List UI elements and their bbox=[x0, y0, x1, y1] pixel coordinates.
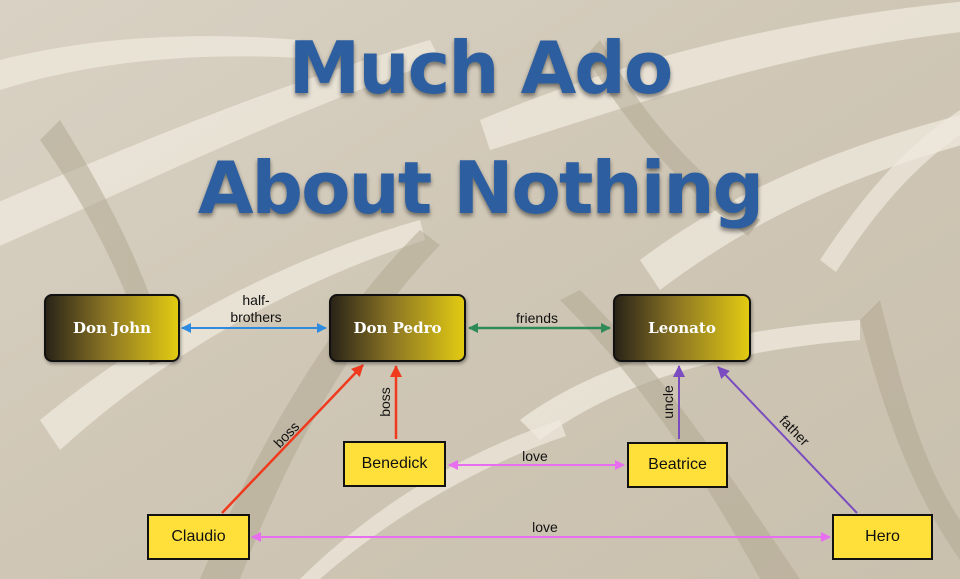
node-don-pedro: Don Pedro bbox=[329, 294, 466, 362]
edge-claudio-boss bbox=[221, 364, 364, 514]
label-love-claudio-hero: love bbox=[532, 519, 558, 535]
node-benedick: Benedick bbox=[343, 441, 446, 487]
title-line-1: Much Ado bbox=[288, 26, 674, 110]
label-father: father bbox=[776, 412, 813, 449]
node-don-john: Don John bbox=[44, 294, 180, 362]
node-hero: Hero bbox=[832, 514, 933, 560]
node-leonato: Leonato bbox=[613, 294, 751, 362]
label-half-brothers-line1: half- bbox=[242, 292, 270, 308]
label-half-brothers-line2: brothers bbox=[230, 309, 281, 325]
title-line-2: About Nothing bbox=[197, 146, 764, 230]
edge-father bbox=[717, 366, 858, 514]
node-claudio: Claudio bbox=[147, 514, 250, 560]
label-friends: friends bbox=[516, 310, 558, 326]
label-boss-benedick: boss bbox=[377, 387, 393, 417]
label-uncle: uncle bbox=[660, 385, 676, 419]
node-beatrice: Beatrice bbox=[627, 442, 728, 488]
label-love-benedick-beatrice: love bbox=[522, 448, 548, 464]
